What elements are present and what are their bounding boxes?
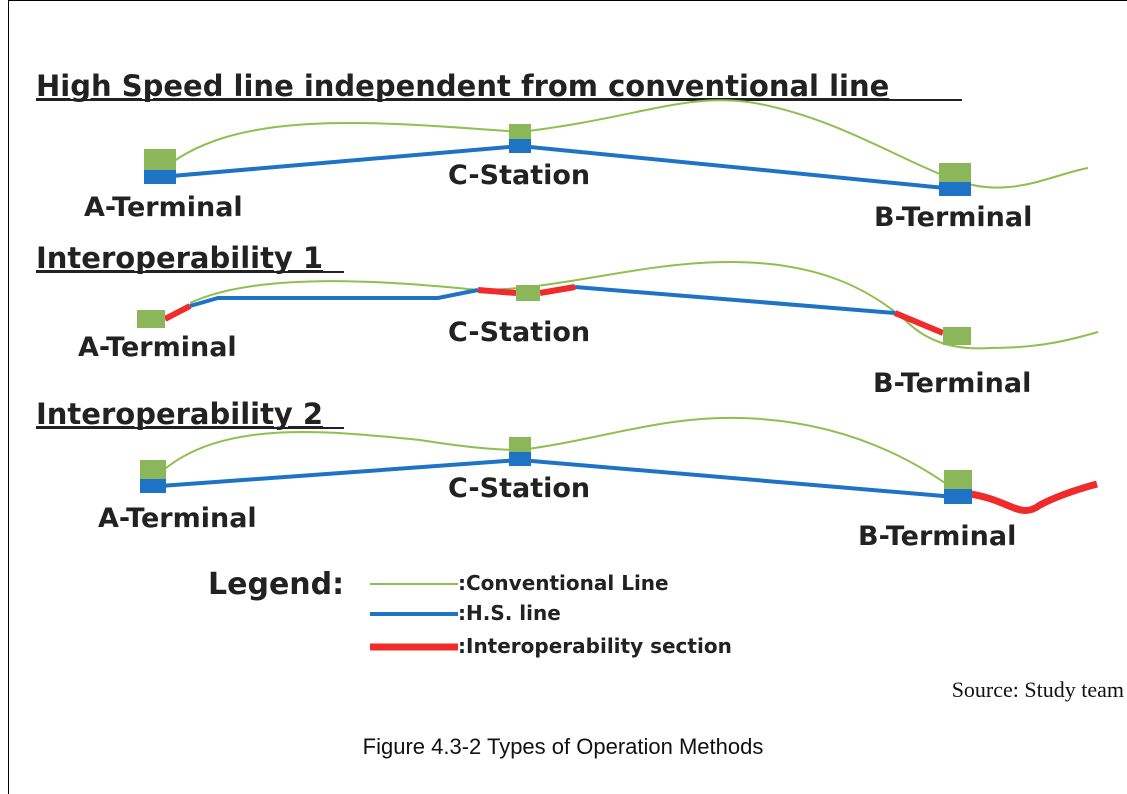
legend: Legend: :Conventional Line :H.S. line :I…	[208, 567, 732, 658]
c-station-hs-platform	[509, 139, 531, 153]
b-terminal-label: B-Terminal	[873, 368, 1031, 399]
legend-label-interop: :Interoperability section	[458, 634, 732, 658]
a-terminal-label: A-Terminal	[98, 503, 257, 534]
b-terminal-hs-platform	[939, 182, 971, 196]
c-station-label: C-Station	[448, 160, 590, 191]
hs-line	[574, 285, 896, 315]
interop-section	[163, 303, 192, 322]
conventional-line	[189, 260, 1099, 350]
a-terminal-platform	[137, 310, 165, 328]
c-station-hs-platform	[509, 452, 531, 466]
a-terminal-label: A-Terminal	[84, 192, 243, 223]
c-station-conventional-platform	[509, 124, 531, 140]
a-terminal-hs-platform	[140, 479, 166, 493]
b-terminal-hs-platform	[944, 489, 972, 504]
section-title-independent: High Speed line independent from convent…	[36, 69, 889, 103]
b-terminal-label: B-Terminal	[874, 202, 1032, 233]
a-terminal-hs-platform	[144, 170, 176, 184]
section-interoperability-2: Interoperability 2 A-Terminal C-Station …	[36, 397, 1098, 552]
c-station-conventional-platform	[509, 437, 531, 453]
c-station-platform	[516, 285, 540, 301]
conventional-line	[159, 416, 956, 491]
legend-label-hs: :H.S. line	[458, 601, 561, 625]
c-station-label: C-Station	[448, 317, 590, 348]
a-terminal-label: A-Terminal	[78, 332, 237, 363]
c-station-label: C-Station	[448, 473, 590, 504]
interop-section	[893, 310, 945, 336]
interop-section	[539, 284, 576, 296]
legend-title: Legend:	[208, 567, 344, 602]
interop-section	[477, 287, 517, 296]
figure-caption: Figure 4.3-2 Types of Operation Methods	[363, 734, 764, 759]
a-terminal-conventional-platform	[144, 149, 176, 171]
section-independent: High Speed line independent from convent…	[36, 69, 1089, 233]
hs-line	[189, 288, 479, 308]
section-interoperability-1: Interoperability 1 A-Terminal C-Station …	[36, 241, 1099, 399]
legend-label-conventional: :Conventional Line	[458, 571, 669, 595]
interop-section	[969, 480, 1098, 514]
section-title-interoperability-2: Interoperability 2	[36, 397, 323, 431]
section-title-interoperability-1: Interoperability 1	[36, 241, 323, 275]
b-terminal-conventional-platform	[939, 163, 971, 183]
b-terminal-platform	[943, 327, 971, 345]
b-terminal-conventional-platform	[944, 470, 972, 490]
source-note: Source: Study team	[952, 677, 1124, 702]
a-terminal-conventional-platform	[140, 460, 166, 480]
b-terminal-label: B-Terminal	[858, 521, 1016, 552]
conventional-line	[159, 99, 1089, 189]
